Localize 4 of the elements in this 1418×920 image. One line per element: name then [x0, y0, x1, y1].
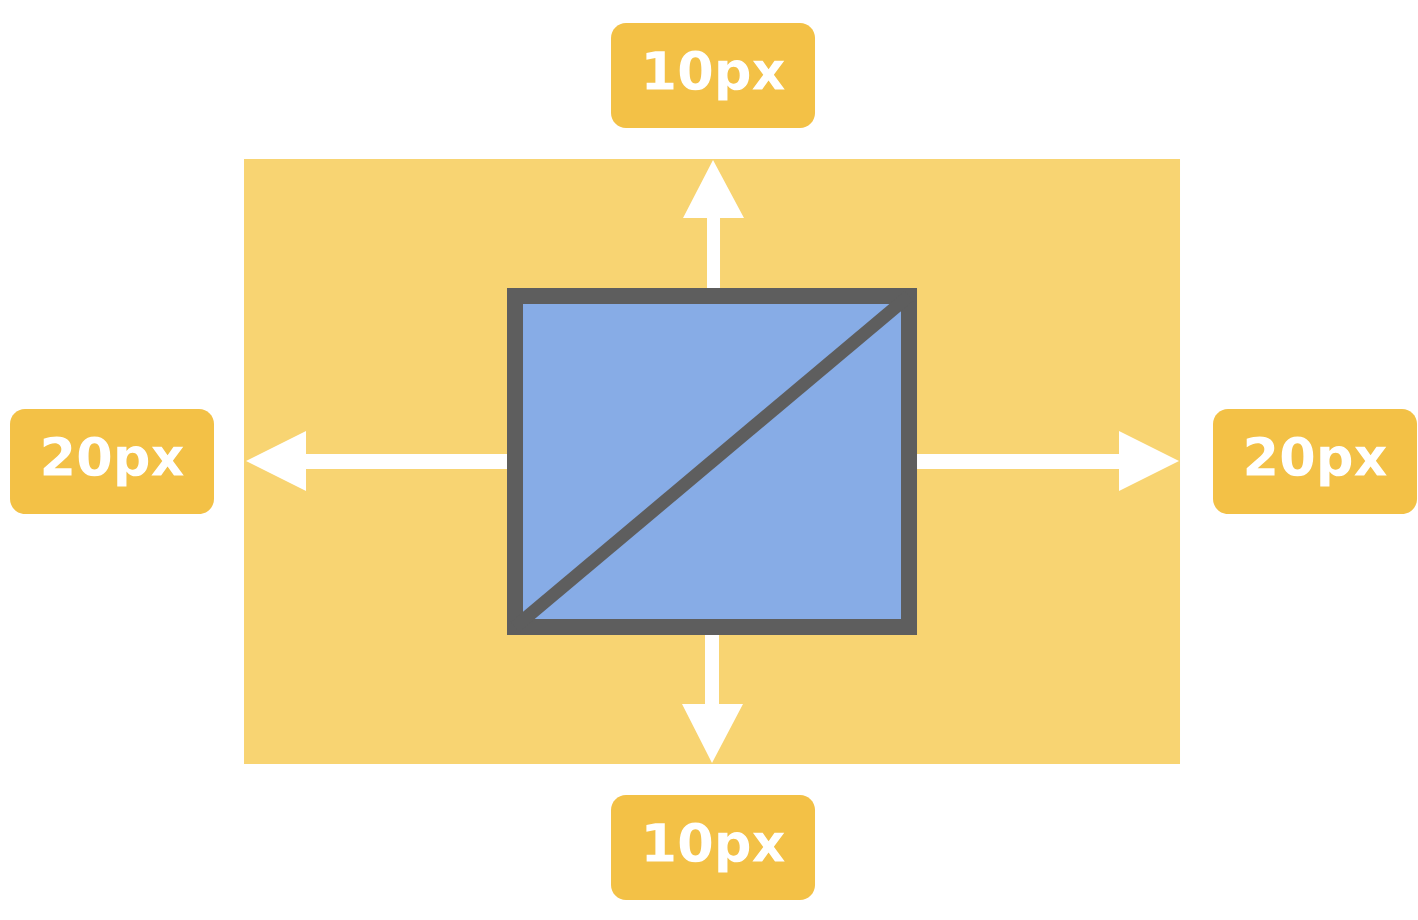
value-badge: 10px [611, 795, 815, 900]
value-badge: 20px [10, 409, 214, 514]
value-badge: 20px [1213, 409, 1417, 514]
value-badge: 10px [611, 23, 815, 128]
